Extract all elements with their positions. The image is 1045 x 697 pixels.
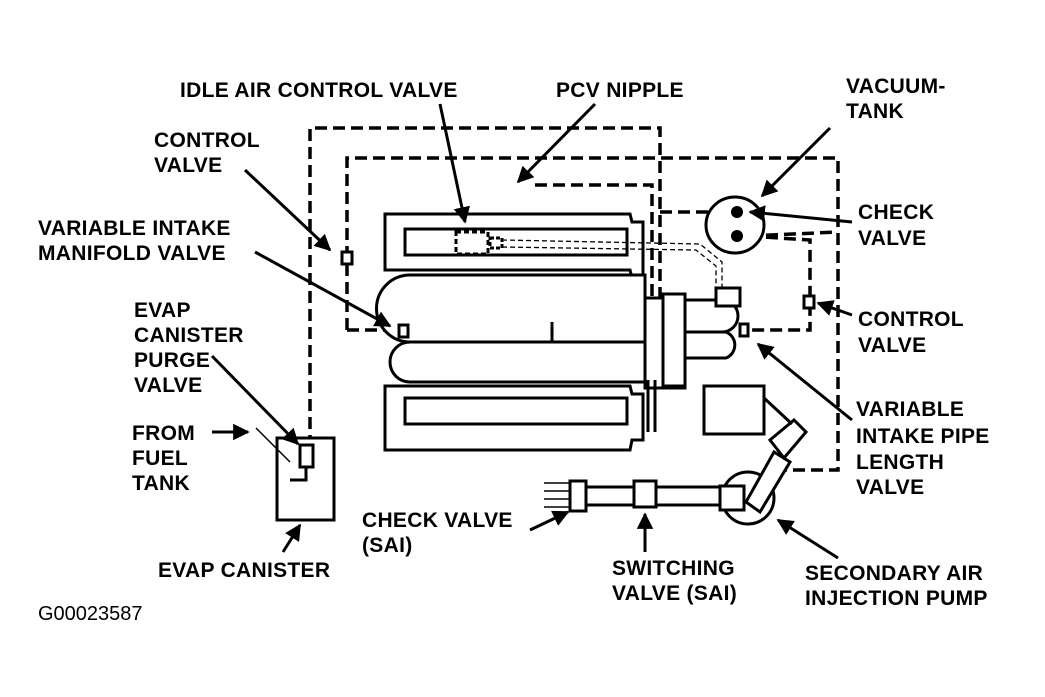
label-switching-valve-sai-1: SWITCHING xyxy=(612,557,735,580)
label-variable-intake-pipe-4: VALVE xyxy=(856,476,924,499)
label-vacuum-tank-2: TANK xyxy=(846,100,904,123)
sai-pipe-left xyxy=(584,485,636,507)
lower-plenum xyxy=(383,384,645,452)
leader-check-valve xyxy=(748,205,853,224)
inner-vacuum-hose xyxy=(345,156,840,472)
leader-pcv-nipple xyxy=(516,102,597,184)
label-variable-intake-pipe-3: LENGTH xyxy=(856,451,944,474)
label-pcv-nipple: PCV NIPPLE xyxy=(556,79,684,102)
switching-valve-sai xyxy=(632,479,658,509)
secondary-air-system xyxy=(544,384,809,526)
leader-vacuum-tank xyxy=(760,126,832,198)
runner-lower xyxy=(388,340,647,384)
upper-plenum-slot xyxy=(403,227,629,257)
control-valve-left xyxy=(340,250,354,266)
fuel-tank-line xyxy=(255,427,291,463)
throttle-housing xyxy=(661,292,687,388)
check-valve-sai xyxy=(568,479,588,513)
intake-pipe-actuator xyxy=(714,286,742,308)
label-check-valve-sai-2: (SAI) xyxy=(362,534,413,557)
idle-air-control-valve xyxy=(454,230,490,256)
intake-manifold xyxy=(375,212,750,452)
vacuum-tank xyxy=(704,195,766,255)
leader-secondary-air-pump xyxy=(776,518,839,560)
iac-air-duct-2 xyxy=(501,246,717,290)
label-switching-valve-sai-2: VALVE (SAI) xyxy=(612,582,737,605)
air-filter-box xyxy=(702,384,766,436)
leader-evap-purge-valve xyxy=(210,354,300,446)
text-labels: IDLE AIR CONTROL VALVE PCV NIPPLE VACUUM… xyxy=(38,75,990,625)
intake-pipe-lower xyxy=(683,330,737,360)
leader-control-valve-right xyxy=(816,300,853,317)
sai-pipe-right xyxy=(654,485,722,507)
leader-control-valve-left xyxy=(243,168,332,252)
label-idle-air-control-valve: IDLE AIR CONTROL VALVE xyxy=(180,79,458,102)
check-valve-lower xyxy=(731,230,743,242)
label-variable-intake-manifold-valve-2: MANIFOLD VALVE xyxy=(38,242,226,265)
figure-id: G00023587 xyxy=(38,603,143,625)
label-control-valve-left-2: VALVE xyxy=(154,154,222,177)
vacuum-tank-body xyxy=(704,195,766,255)
label-check-valve-2: VALVE xyxy=(858,227,926,250)
label-control-valve-right-2: VALVE xyxy=(858,334,926,357)
label-evap-purge-2: CANISTER xyxy=(134,324,244,347)
upper-plenum xyxy=(383,212,645,280)
lower-plenum-slot xyxy=(403,396,629,426)
control-valve-right xyxy=(802,294,816,310)
variable-intake-manifold-valve xyxy=(397,323,410,339)
leader-variable-intake-manifold-valve xyxy=(254,250,392,328)
air-filter-duct xyxy=(762,396,794,426)
pump-outlet xyxy=(718,484,746,512)
label-evap-canister: EVAP CANISTER xyxy=(158,559,330,582)
pcv-hose xyxy=(535,183,654,298)
leader-variable-intake-pipe xyxy=(756,342,853,422)
label-variable-intake-pipe-1: VARIABLE xyxy=(856,398,964,421)
check-valve-upper xyxy=(731,206,743,218)
leader-idle-air-control-valve xyxy=(438,103,470,224)
leader-check-valve-sai xyxy=(529,510,570,532)
iac-nozzle xyxy=(488,236,504,250)
label-control-valve-right-1: CONTROL xyxy=(858,308,964,331)
runner-upper xyxy=(375,273,647,344)
label-secondary-air-pump-1: SECONDARY AIR xyxy=(805,562,983,585)
label-from-fuel-tank-1: FROM xyxy=(132,422,195,445)
label-check-valve-1: CHECK xyxy=(858,201,934,224)
label-control-valve-left-1: CONTROL xyxy=(154,129,260,152)
label-check-valve-sai-1: CHECK VALVE xyxy=(362,509,513,532)
leader-lines xyxy=(210,102,853,560)
iac-air-duct-1 xyxy=(501,239,723,290)
label-evap-purge-3: PURGE xyxy=(134,349,210,372)
pump-discharge-pipe xyxy=(744,449,793,515)
purge-valve-elbow xyxy=(290,467,308,482)
label-evap-purge-1: EVAP xyxy=(134,299,191,322)
evap-canister xyxy=(255,427,336,522)
label-variable-intake-manifold-valve-1: VARIABLE INTAKE xyxy=(38,217,231,240)
vacuum-tank-hose-right xyxy=(747,230,839,238)
leader-evap-canister xyxy=(281,523,302,553)
label-evap-purge-4: VALVE xyxy=(134,374,202,397)
label-secondary-air-pump-2: INJECTION PUMP xyxy=(805,587,988,610)
pump-hose-connector xyxy=(767,417,809,461)
evap-canister-purge-valve xyxy=(298,443,315,469)
label-variable-intake-pipe-2: INTAKE PIPE xyxy=(856,425,990,448)
label-vacuum-tank-1: VACUUM- xyxy=(846,75,946,98)
variable-intake-pipe-length-valve xyxy=(738,322,750,338)
label-from-fuel-tank-3: TANK xyxy=(132,472,190,495)
label-from-fuel-tank-2: FUEL xyxy=(132,447,188,470)
control-valve-right-hose xyxy=(747,234,812,332)
